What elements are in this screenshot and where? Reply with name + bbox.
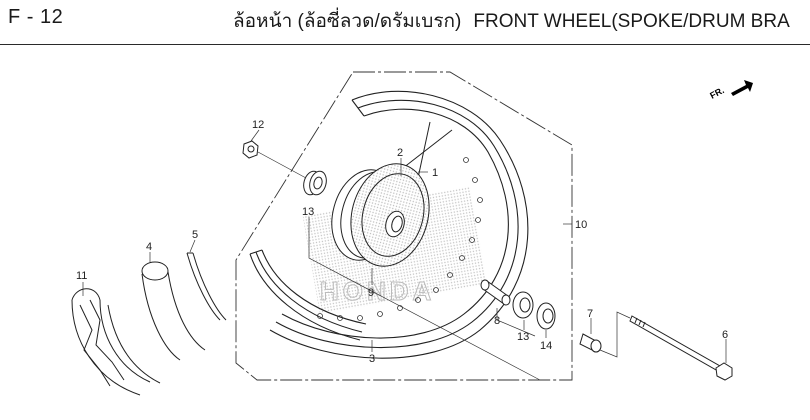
nut <box>242 140 259 159</box>
rim <box>249 90 529 359</box>
bearing-right <box>512 291 534 319</box>
tube <box>141 261 206 361</box>
callout-7[interactable]: 7 <box>587 308 593 320</box>
callout-13-left[interactable]: 13 <box>302 206 314 218</box>
rim-band <box>186 252 227 321</box>
diagram-header: F - 12 ล้อหน้า (ล้อซี่ลวด/ดรัมเบรก) FRONT… <box>0 0 810 44</box>
page-code: F - 12 <box>8 6 64 28</box>
leader-nut-bearing <box>257 151 307 179</box>
callouts: 1 2 3 4 5 6 7 8 9 10 11 12 13 13 14 <box>76 119 728 365</box>
title-english: FRONT WHEEL(SPOKE/DRUM BRA <box>473 11 790 32</box>
leader-collar-axle <box>599 311 631 358</box>
callout-1[interactable]: 1 <box>432 167 438 179</box>
fr-label: FR. <box>708 85 725 101</box>
hub <box>331 163 430 267</box>
callout-6[interactable]: 6 <box>722 329 728 341</box>
dust-seal <box>536 302 556 330</box>
collar <box>579 333 602 353</box>
callout-3[interactable]: 3 <box>369 353 375 365</box>
callout-8[interactable]: 8 <box>494 315 500 327</box>
callout-2[interactable]: 2 <box>397 147 403 159</box>
watermark-text: HONDA <box>320 276 435 306</box>
callout-14[interactable]: 14 <box>540 340 552 352</box>
assembly-outline <box>235 71 573 381</box>
callout-13-right[interactable]: 13 <box>517 331 529 343</box>
callout-5[interactable]: 5 <box>192 229 198 241</box>
distance-collar <box>480 279 511 306</box>
callout-12[interactable]: 12 <box>252 119 264 131</box>
callout-4[interactable]: 4 <box>146 241 152 253</box>
rim-spoke-holes <box>317 157 483 321</box>
callout-9[interactable]: 9 <box>368 287 374 299</box>
callout-11[interactable]: 11 <box>76 270 87 282</box>
header-divider <box>0 44 810 45</box>
front-direction-indicator: FR. <box>708 80 753 101</box>
title-thai: ล้อหน้า (ล้อซี่ลวด/ดรัมเบรก) <box>233 11 462 32</box>
axle-bolt <box>629 315 733 381</box>
leader-lines <box>82 129 727 381</box>
callout-10[interactable]: 10 <box>575 219 587 231</box>
bearing-left <box>303 170 327 196</box>
tire <box>71 288 161 396</box>
arrow-up-right-icon <box>731 80 753 96</box>
page-title: ล้อหน้า (ล้อซี่ลวด/ดรัมเบรก) FRONT WHEEL(… <box>233 6 790 36</box>
